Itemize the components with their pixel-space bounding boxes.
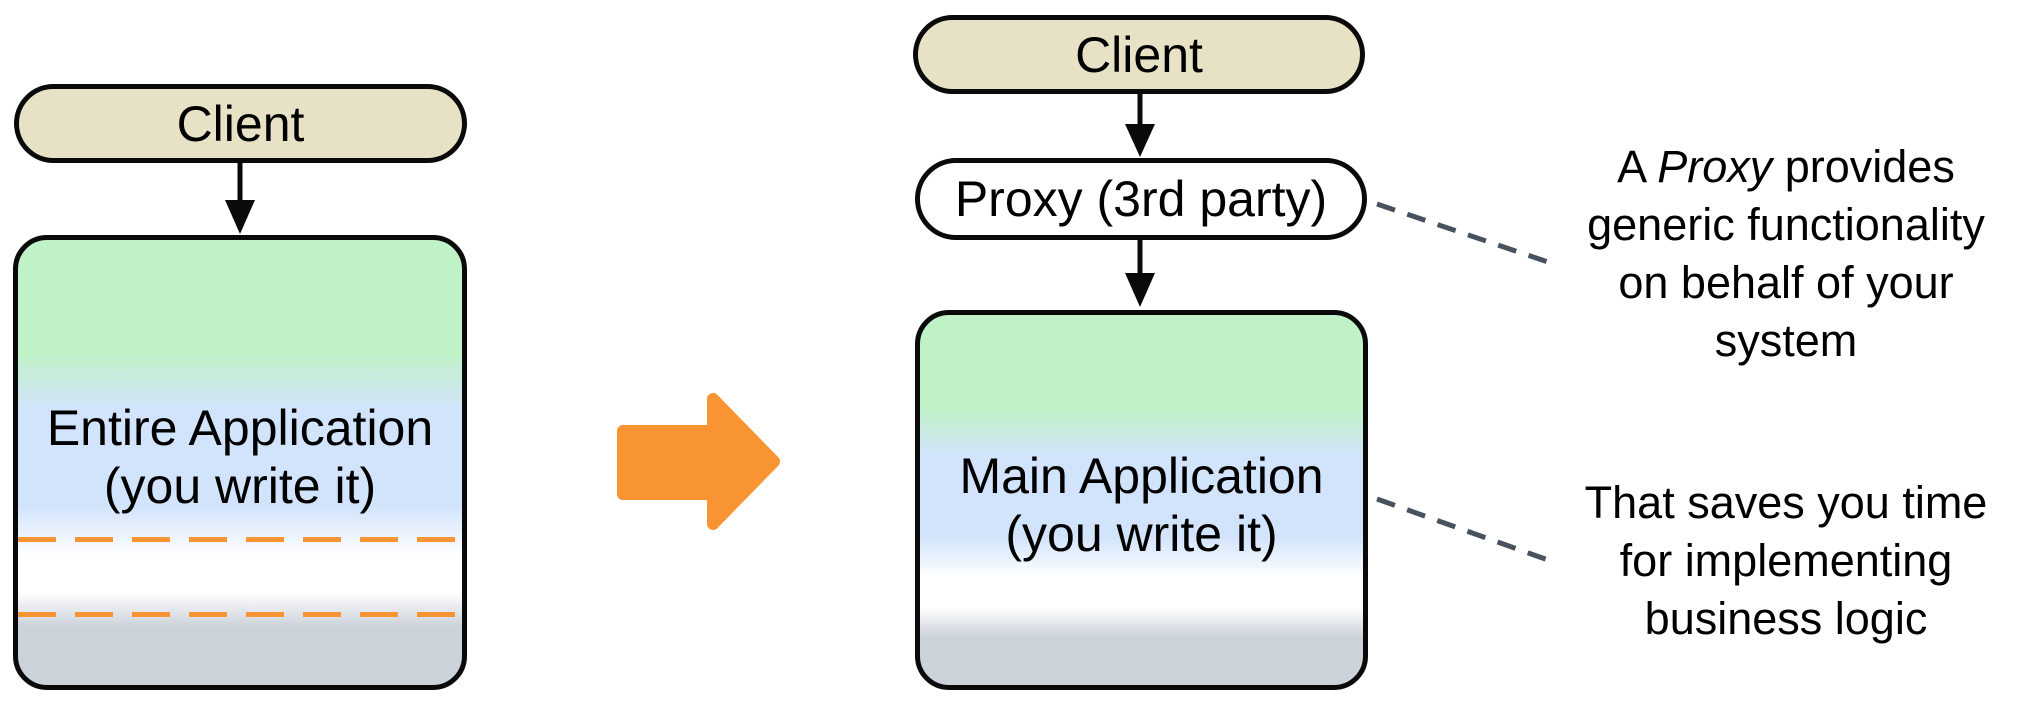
proxy-annotation: A Proxy provides generic functionality o… bbox=[1540, 138, 2032, 370]
transform-arrow-icon bbox=[617, 393, 780, 530]
arrow-down-icon bbox=[1125, 240, 1155, 307]
time-annotation-line: That saves you time bbox=[1584, 477, 1988, 528]
proxy-annotation-line: system bbox=[1714, 315, 1858, 366]
entire-application-label: Entire Application (you write it) bbox=[46, 399, 434, 514]
client-node-left: Client bbox=[14, 84, 467, 163]
proxy-annotation-line: on behalf of your bbox=[1618, 257, 1954, 308]
proxy-node: Proxy (3rd party) bbox=[915, 158, 1367, 240]
main-application-box: Main Application (you write it) bbox=[915, 310, 1368, 690]
leader-line bbox=[1376, 496, 1549, 563]
client-label: Client bbox=[1075, 26, 1203, 83]
layer-divider-dashed-line bbox=[18, 612, 462, 617]
time-annotation-line: business logic bbox=[1644, 593, 1928, 644]
proxy-annotation-line: A Proxy provides bbox=[1617, 141, 1955, 192]
arrow-down-icon bbox=[1125, 94, 1155, 157]
entire-application-box: Entire Application (you write it) bbox=[13, 235, 467, 690]
client-label: Client bbox=[176, 95, 305, 152]
time-annotation-line: for implementing bbox=[1619, 535, 1953, 586]
main-application-label: Main Application (you write it) bbox=[959, 448, 1324, 562]
client-node-right: Client bbox=[913, 15, 1365, 94]
proxy-annotation-line: generic functionality bbox=[1587, 199, 1985, 250]
arrow-down-icon bbox=[225, 163, 255, 234]
layer-divider-dashed-line bbox=[18, 537, 462, 542]
leader-line bbox=[1376, 201, 1549, 265]
time-saving-annotation: That saves you time for implementing bus… bbox=[1540, 474, 2032, 648]
proxy-label: Proxy (3rd party) bbox=[954, 171, 1328, 227]
